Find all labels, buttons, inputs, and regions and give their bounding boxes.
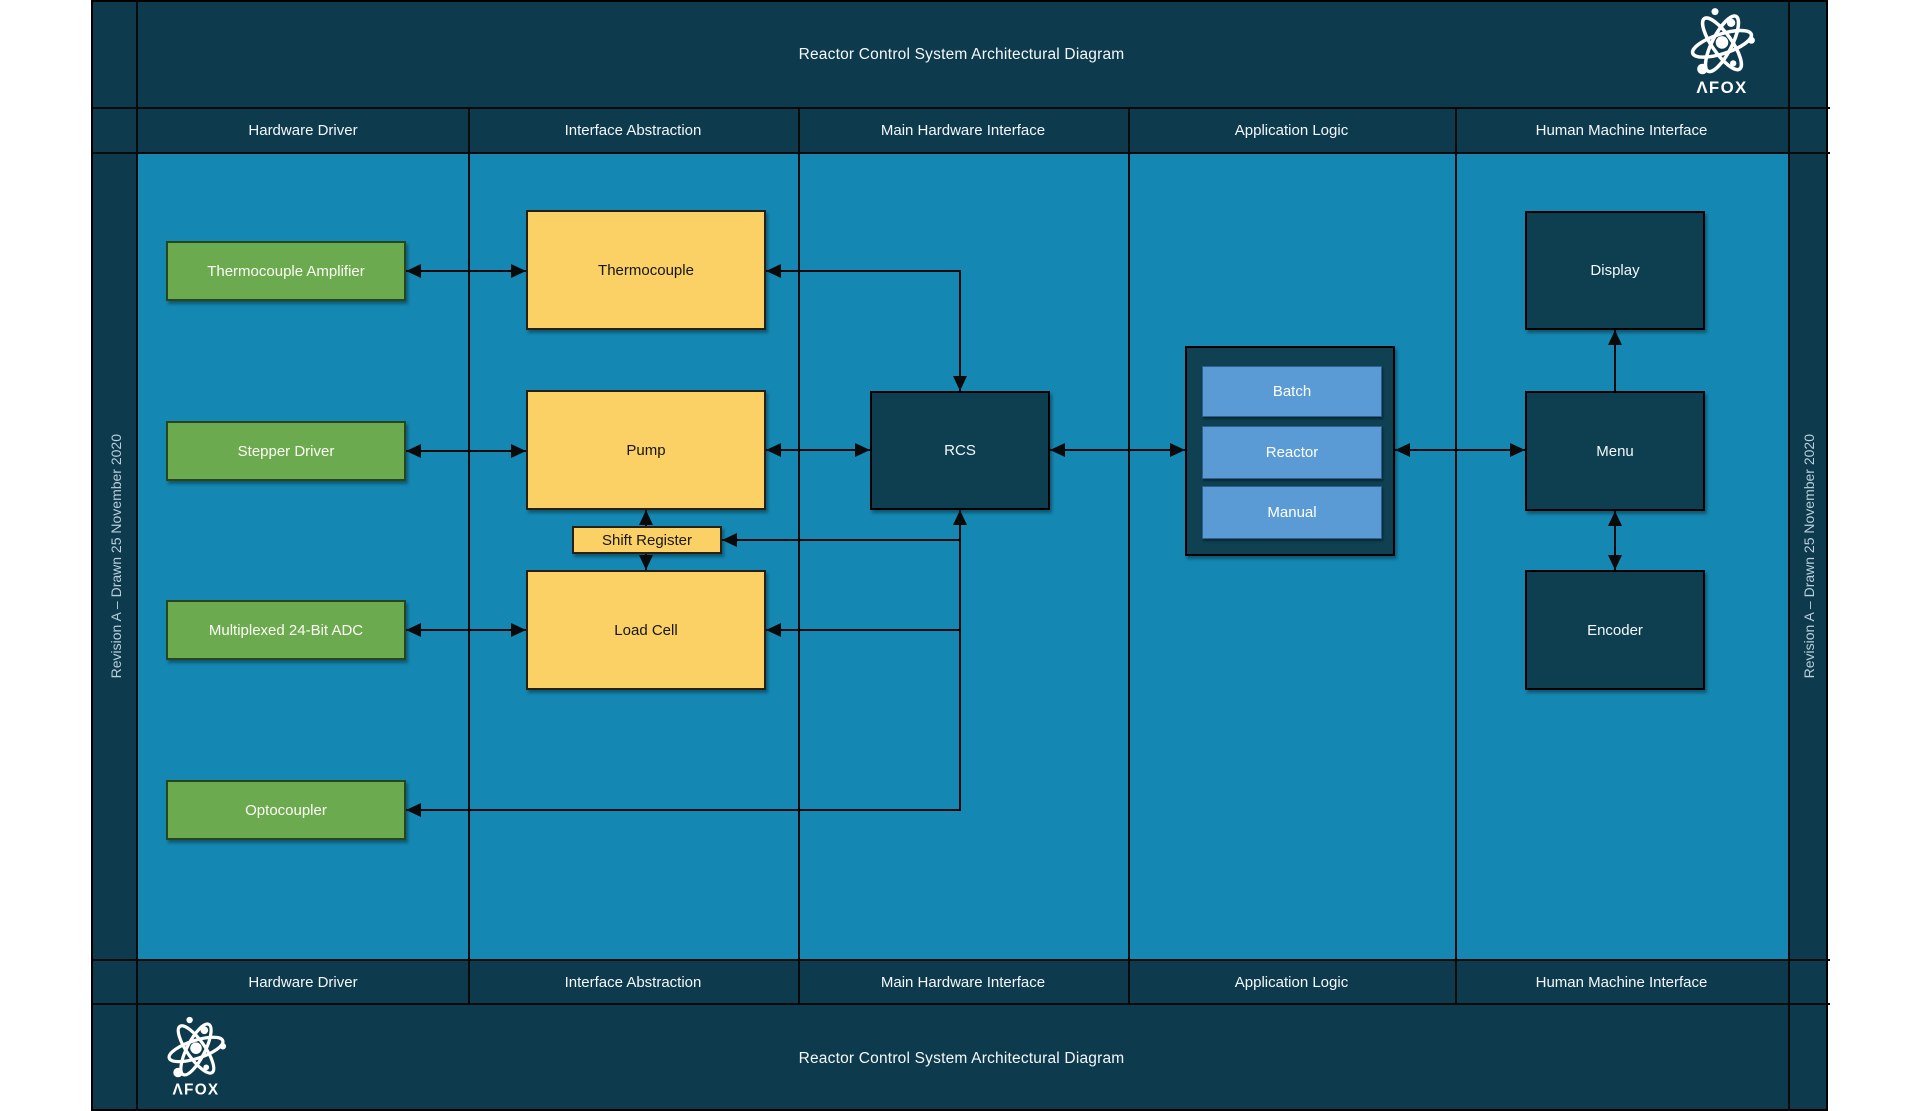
node-thermocouple-amplifier: Thermocouple Amplifier [166,241,406,301]
arrowhead-left-rcs--thermocouple-h [766,264,781,278]
arrowhead-left-application-logic--menu [1395,443,1410,457]
connector-rcs--thermocouple-h [766,269,961,273]
grid-vline-lane2 [798,108,800,1004]
grid-hline-header-bottom [93,152,1830,154]
lane-header-bottom-hardware-driver: Hardware Driver [248,973,358,991]
lane-header-top-interface-abstraction: Interface Abstraction [564,122,702,139]
mode-batch: Batch [1202,366,1382,417]
atom-icon: ΛFOX [1690,8,1755,97]
arrowhead-right-thermocouple-amp--thermocouple [511,264,526,278]
afox-logo-top: ΛFOX [1687,7,1757,97]
arrowhead-down-menu--encoder [1608,555,1622,570]
arrowhead-right-application-logic--menu [1510,443,1525,457]
connector-rcs--load-cell [766,628,961,632]
bottom-title-band: Reactor Control System Architectural Dia… [93,1004,1830,1111]
node-optocoupler: Optocoupler [166,780,406,840]
connector-stepper-driver--pump [406,449,526,453]
node-shift-register: Shift Register [572,526,722,554]
lane-header-top-main-hardware-interface: Main Hardware Interface [880,122,1046,139]
arrowhead-left-rcs--shift-register [722,533,737,547]
drawing-frame: Reactor Control System Architectural Dia… [91,0,1830,1111]
connector-rcs--optocoupler-h [406,808,961,812]
mode-reactor: Reactor [1202,426,1382,479]
afox-logo-text-bottom: ΛFOX [173,1081,220,1098]
node-multiplexed-adc: Multiplexed 24-Bit ADC [166,600,406,660]
revision-note-left: Revision A – Drawn 25 November 2020 [107,433,124,679]
grid-hline-footer-bottom [93,1003,1830,1005]
afox-logo-text-top: ΛFOX [1696,78,1747,97]
afox-logo-bottom: ΛFOX [164,1016,228,1098]
arrowhead-left-rcs--optocoupler-h [406,803,421,817]
arrowhead-up-rcs-trunk-v [953,510,967,525]
arrowhead-left-rcs--load-cell [766,623,781,637]
swimlane-canvas [138,153,1788,960]
lane-header-bottom-main-hardware-interface: Main Hardware Interface [880,973,1046,991]
arrowhead-left-thermocouple-amp--thermocouple [406,264,421,278]
application-logic-container: Batch Reactor Manual [1185,346,1395,556]
diagram-title-bottom: Reactor Control System Architectural Dia… [798,1049,1125,1067]
connector-rcs-trunk-v [958,510,962,810]
arrowhead-right-adc--load-cell [511,623,526,637]
mode-manual: Manual [1202,486,1382,539]
connector-pump--rcs [766,448,870,452]
arrowhead-left-adc--load-cell [406,623,421,637]
connector-thermocouple-amp--thermocouple [406,269,526,273]
connector-menu--encoder [1613,511,1617,570]
connector-rcs--application-logic [1050,448,1185,452]
node-display: Display [1525,211,1705,330]
arrowhead-right-stepper-driver--pump [511,444,526,458]
lane-header-top-application-logic: Application Logic [1234,122,1349,139]
connector-adc--load-cell [406,628,526,632]
revision-note-right: Revision A – Drawn 25 November 2020 [1801,433,1817,679]
arrowhead-left-pump--rcs [766,443,781,457]
grid-hline-footer-top [93,959,1830,961]
revision-strip-right: Revision A – Drawn 25 November 2020 [1788,108,1830,1004]
lane-header-top-human-machine-interface: Human Machine Interface [1535,122,1708,139]
arrowhead-down-shift-register--load-cell [639,555,653,570]
arrowhead-left-stepper-driver--pump [406,444,421,458]
top-title-band: Reactor Control System Architectural Dia… [93,2,1830,108]
lane-header-bottom-application-logic: Application Logic [1234,973,1349,991]
grid-vline-lane4 [1455,108,1457,1004]
node-pump: Pump [526,390,766,510]
node-load-cell: Load Cell [526,570,766,690]
grid-vline-left-strip [136,2,138,1111]
revision-strip-left: Revision A – Drawn 25 November 2020 [93,108,138,1004]
connector-rcs--thermocouple-v [958,271,962,391]
arrowhead-right-rcs--application-logic [1170,443,1185,457]
node-thermocouple: Thermocouple [526,210,766,330]
node-encoder: Encoder [1525,570,1705,690]
arrowhead-down-rcs--thermocouple-v [953,376,967,391]
arrowhead-up-menu--display [1608,330,1622,345]
node-stepper-driver: Stepper Driver [166,421,406,481]
node-rcs: RCS [870,391,1050,510]
grid-vline-lane3 [1128,108,1130,1004]
diagram-title: Reactor Control System Architectural Dia… [798,46,1125,63]
connector-application-logic--menu [1395,448,1525,452]
grid-hline-header-top [93,107,1830,109]
connector-menu--display [1613,330,1617,391]
arrowhead-up-shift-register--pump [639,510,653,525]
lane-header-bottom-interface-abstraction: Interface Abstraction [564,973,702,991]
arrowhead-left-rcs--application-logic [1050,443,1065,457]
node-menu: Menu [1525,391,1705,511]
lane-header-bottom-human-machine-interface: Human Machine Interface [1535,973,1708,991]
grid-vline-lane1 [468,108,470,1004]
arrowhead-up-menu--encoder [1608,511,1622,526]
atom-icon: ΛFOX [167,1016,227,1098]
connector-rcs--shift-register [722,538,961,542]
lane-header-top-hardware-driver: Hardware Driver [248,122,358,139]
arrowhead-right-pump--rcs [855,443,870,457]
grid-vline-right-strip [1788,2,1790,1111]
